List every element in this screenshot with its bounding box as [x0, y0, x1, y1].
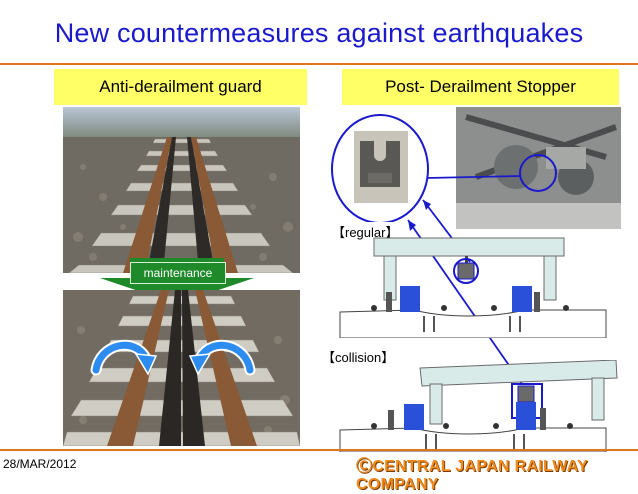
track-photo-top [63, 107, 300, 273]
curved-arrow-left-icon [188, 339, 256, 376]
stopper-closeup-photo [331, 114, 429, 224]
top-divider [0, 63, 638, 65]
track-photo-bottom [63, 290, 300, 446]
bottom-divider [0, 449, 638, 451]
regular-label: 【regular】 [332, 222, 399, 241]
page-title: New countermeasures against earthquakes [54, 18, 584, 48]
slide-date: 28/MAR/2012 [3, 457, 77, 471]
company-name: ⒸCENTRAL JAPAN RAILWAY COMPANY [356, 458, 588, 493]
left-heading-banner: Anti-derailment guard [54, 69, 307, 105]
curved-arrow-right-icon [90, 339, 158, 376]
right-heading-banner: Post- Derailment Stopper [342, 69, 619, 105]
undercarriage-photo [456, 107, 621, 229]
regular-diagram [339, 237, 607, 338]
maintenance-label: maintenance [130, 262, 226, 284]
collision-label: 【collision】 [322, 347, 395, 366]
collision-diagram [339, 360, 618, 452]
